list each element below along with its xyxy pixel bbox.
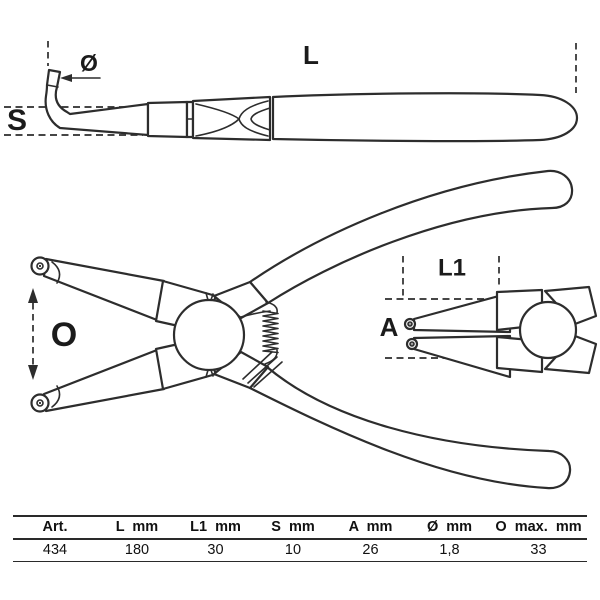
jaw-tip-dot <box>409 323 411 325</box>
pivot-notch-bottom <box>205 369 214 378</box>
fan-line <box>242 351 273 380</box>
side-handle <box>271 92 579 143</box>
inset-pivot-circle <box>518 300 578 360</box>
jaw-tip-inner-ring <box>407 321 413 327</box>
label-l: L <box>303 40 319 70</box>
inset-jaw-tip-upper <box>403 317 417 331</box>
spec-header-l1: L1 mm <box>190 519 241 535</box>
label-s: S <box>7 104 27 137</box>
spec-table-value-row: 434 180 30 10 26 1,8 33 <box>13 540 587 562</box>
handle-upper <box>248 169 574 305</box>
spec-value-l1: 30 <box>207 542 224 558</box>
jaw-tip-lower <box>30 393 50 413</box>
jaw-tip-inner-ring <box>409 341 415 347</box>
side-fork-curve <box>195 103 240 120</box>
jaw-tip-joint-line-lower <box>51 385 61 408</box>
jaw-arm-lower <box>42 348 166 413</box>
side-view: L Ø S <box>4 40 579 143</box>
spec-value-art: 434 <box>42 542 68 558</box>
label-a: A <box>380 312 399 342</box>
spec-value-diameter: 1,8 <box>439 542 460 558</box>
spec-value-a: 26 <box>362 542 379 558</box>
spec-value-s: 10 <box>284 542 302 558</box>
o-arrow-head-down <box>28 365 38 380</box>
spring-coil <box>262 310 279 354</box>
spec-header-s: S mm <box>271 519 315 535</box>
label-l1: L1 <box>438 254 466 281</box>
jaw-tip-joint-line-upper <box>51 261 61 284</box>
side-fork-curve <box>195 118 240 137</box>
jaw-tip-dot <box>411 343 413 345</box>
label-o: O <box>51 316 77 354</box>
spec-header-l: L mm <box>115 519 159 535</box>
spring-hook-bottom <box>264 349 278 365</box>
spec-header-a: A mm <box>348 519 393 535</box>
jaw-tip-upper <box>30 256 50 276</box>
spec-value-l: 180 <box>124 542 150 558</box>
side-fork-curve <box>238 100 269 137</box>
spec-value-o-max: 33 <box>530 542 547 558</box>
pivot-circle <box>172 298 246 372</box>
fan-line <box>247 356 278 384</box>
inset-jaw-lower <box>412 334 512 379</box>
pivot-notch-top <box>205 292 214 301</box>
inset-view: L1 A <box>380 254 598 379</box>
spring-hook-top <box>265 301 278 314</box>
inset-jaw-tip-lower <box>405 337 419 351</box>
fan-line <box>253 361 283 388</box>
jaw-arm-upper <box>42 257 166 322</box>
jaw-tip-dot <box>38 401 42 405</box>
spec-header-o-max: O max. mm <box>495 519 582 535</box>
main-view: O <box>28 169 574 490</box>
spec-table: Art. L mm L1 mm S mm A mm Ø mm O max. mm… <box>13 515 587 562</box>
spec-header-diameter: Ø mm <box>426 519 473 535</box>
handle-lower <box>248 365 572 490</box>
inset-jaw-upper <box>412 291 512 334</box>
jaw-tip-dot <box>38 264 42 268</box>
jaw-tip-inner-ring <box>36 262 44 270</box>
spec-table-header-row: Art. L mm L1 mm S mm A mm Ø mm O max. mm <box>13 515 587 540</box>
diameter-arrow-head <box>60 74 72 82</box>
o-arrow-head-up <box>28 288 38 303</box>
jaw-tip-inner-ring <box>36 399 44 407</box>
side-fork-curve <box>250 107 271 131</box>
side-tip-joint-line <box>46 84 59 88</box>
spec-header-art: Art. <box>42 519 68 535</box>
side-joint-block <box>146 100 189 139</box>
side-bent-tip-and-arm <box>44 68 150 137</box>
label-diameter: Ø <box>80 50 98 76</box>
